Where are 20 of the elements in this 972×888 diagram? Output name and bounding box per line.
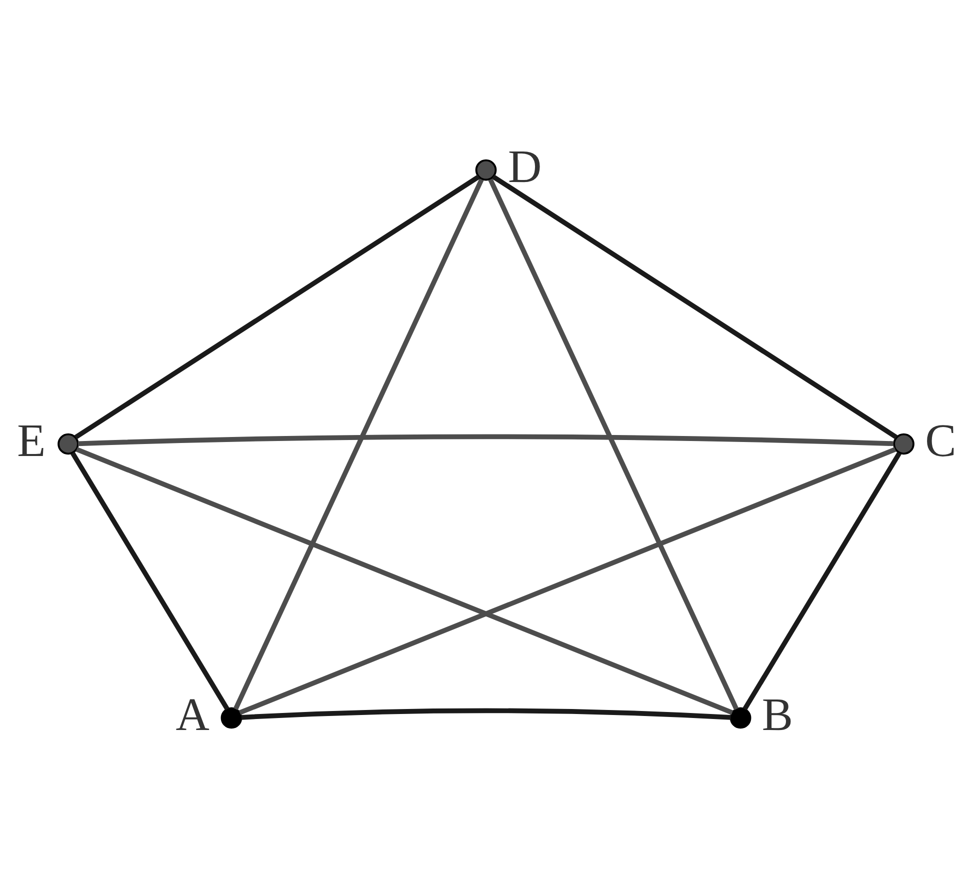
node-label: D (508, 141, 542, 194)
connector (492, 174, 898, 440)
connector (742, 452, 902, 710)
node-label: C (925, 415, 956, 468)
connector (488, 178, 739, 710)
node-label: A (176, 689, 210, 742)
connector (76, 447, 734, 715)
connector (74, 174, 480, 440)
connector (78, 434, 894, 446)
node-circle (58, 433, 79, 455)
node-circle (730, 707, 752, 729)
connector (70, 452, 230, 710)
connector (238, 447, 896, 715)
connector (241, 708, 731, 720)
node-circle (475, 159, 497, 181)
node-label: E (17, 415, 46, 468)
node-label: B (762, 689, 794, 742)
connector (233, 178, 484, 710)
node-circle (220, 707, 242, 729)
node-circle (893, 433, 914, 455)
